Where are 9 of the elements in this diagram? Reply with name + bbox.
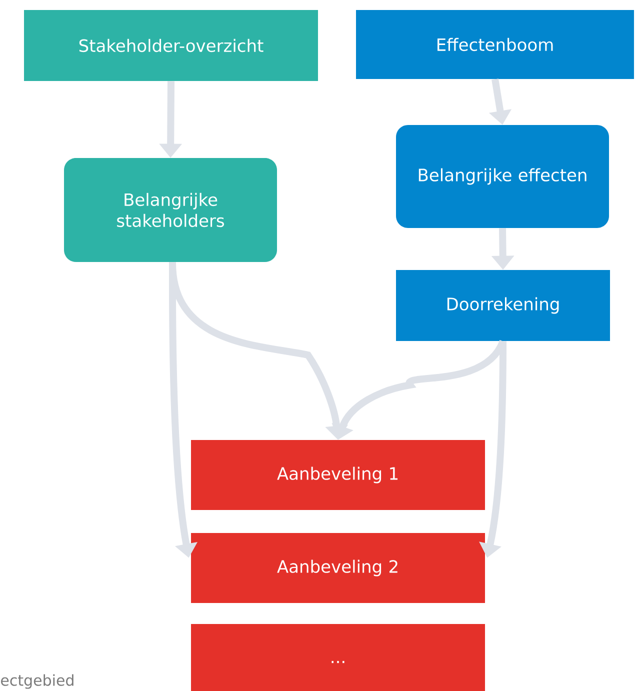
recommendation-box: Aanbeveling 2 <box>191 533 485 603</box>
process-box: Stakeholder-overzicht <box>24 10 318 81</box>
recommendation-box: Aanbeveling 1 <box>191 440 485 510</box>
process-box: Doorrekening <box>396 270 610 341</box>
note-text: ectgebied <box>1 674 74 689</box>
process-box: Belangrijke effecten <box>396 125 609 228</box>
process-box: Belangrijke stakeholders <box>64 158 277 262</box>
process-box: Effectenboom <box>356 10 634 79</box>
recommendation-box: ... <box>191 624 485 691</box>
